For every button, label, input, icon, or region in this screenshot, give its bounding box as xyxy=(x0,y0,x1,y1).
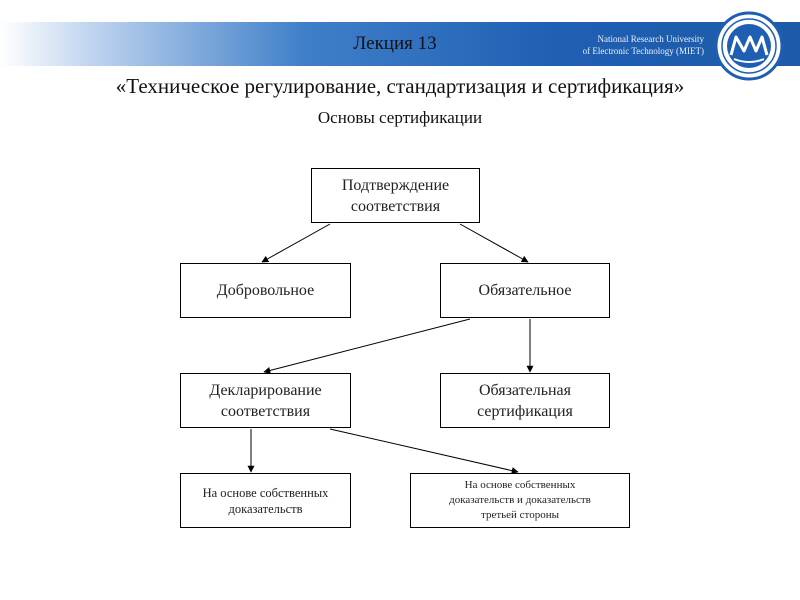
node-text-line: соответствия xyxy=(220,402,311,420)
lecture-title: Лекция 13 xyxy=(353,33,437,54)
edge-confirm-mandatory xyxy=(459,223,529,263)
node-text-line: Обязательное xyxy=(478,281,572,299)
edge-declaration-third xyxy=(329,428,519,475)
node-mandatory-certification: Обязательная сертификация xyxy=(440,373,610,428)
node-mandatory: Обязательное xyxy=(440,263,610,318)
edge-confirm-voluntary xyxy=(261,223,331,263)
node-voluntary: Добровольное xyxy=(180,263,351,318)
edge-mandatory-declaration xyxy=(263,318,471,374)
university-line-1: National Research University xyxy=(597,34,704,44)
miet-logo-icon xyxy=(714,11,784,81)
node-text-line: Добровольное xyxy=(216,281,315,299)
node-text-line: соответствия xyxy=(350,197,441,215)
node-text-line: На основе собственных xyxy=(464,479,576,491)
node-text-line: Обязательная xyxy=(478,381,572,399)
node-conformity-confirmation: Подтверждение соответствия xyxy=(311,168,480,223)
header-bar xyxy=(0,22,800,66)
node-text-line: Декларирование xyxy=(209,381,322,399)
presentation-title: «Техническое регулирование, стандартизац… xyxy=(115,74,685,98)
slide-subtitle: Основы сертификации xyxy=(317,108,483,127)
node-text-line: Подтверждение xyxy=(341,176,450,194)
university-name: National Research University of Electron… xyxy=(583,33,704,57)
node-conformity-declaration: Декларирование соответствия xyxy=(180,373,351,428)
node-text-line: На основе собственных xyxy=(202,485,329,500)
node-text-line: сертификация xyxy=(477,402,573,420)
university-line-2: of Electronic Technology (MIET) xyxy=(582,46,704,56)
node-third-party-evidence: На основе собственных доказательств и до… xyxy=(410,473,630,528)
node-own-evidence: На основе собственных доказательств xyxy=(180,473,351,528)
node-text-line: доказательств xyxy=(228,501,303,516)
node-text-line: доказательств и доказательств xyxy=(449,494,591,506)
node-text-line: третьей стороны xyxy=(481,509,559,521)
